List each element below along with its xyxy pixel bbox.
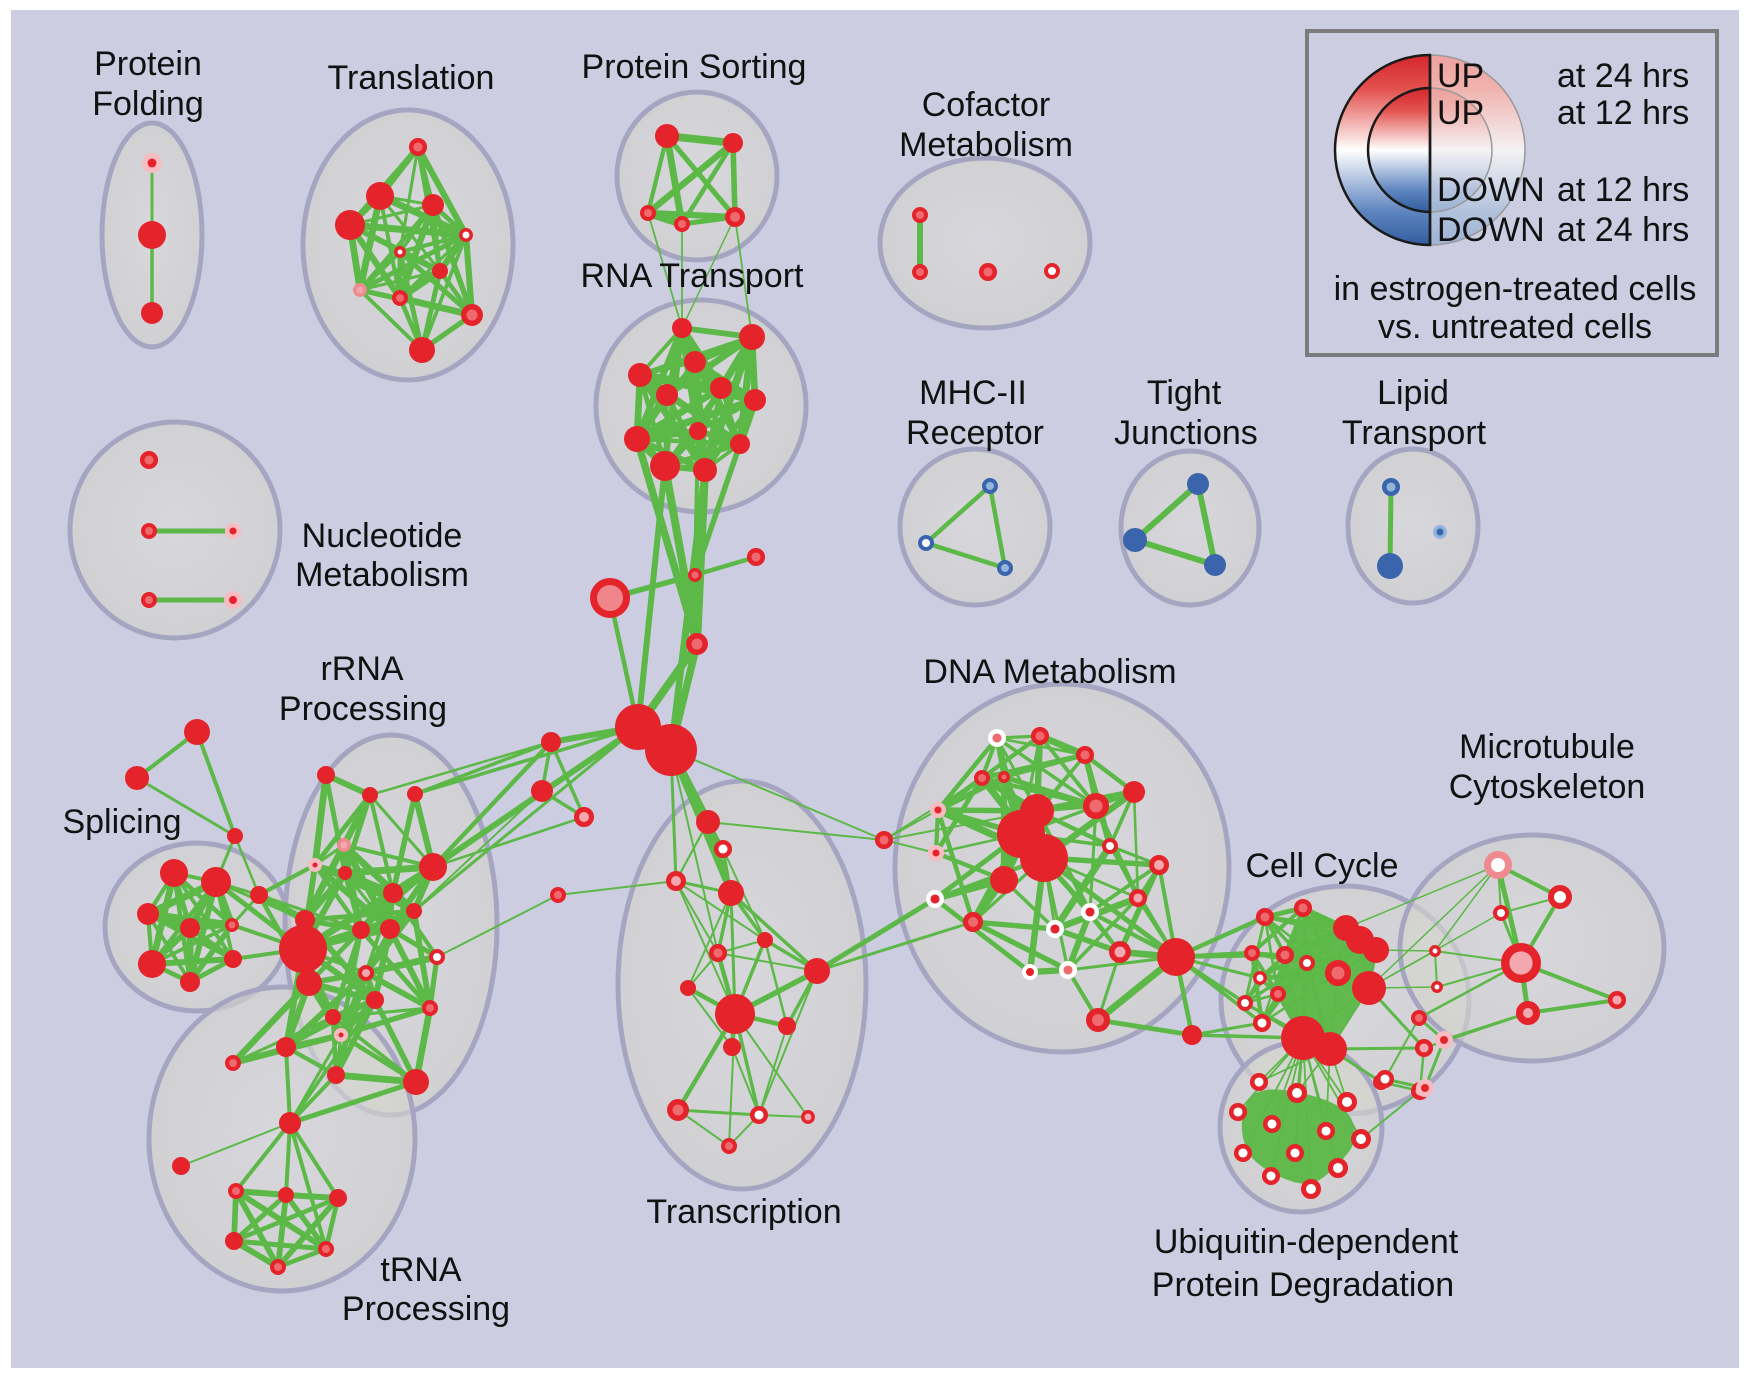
svg-text:Microtubule: Microtubule bbox=[1459, 728, 1635, 766]
svg-text:UP: UP bbox=[1437, 94, 1484, 132]
svg-text:Protein: Protein bbox=[94, 45, 202, 83]
svg-text:Transcription: Transcription bbox=[646, 1193, 841, 1231]
svg-text:DNA Metabolism: DNA Metabolism bbox=[923, 653, 1176, 691]
svg-text:Lipid: Lipid bbox=[1377, 374, 1449, 412]
svg-text:Metabolism: Metabolism bbox=[295, 556, 469, 594]
svg-text:at 24 hrs: at 24 hrs bbox=[1557, 57, 1689, 95]
svg-text:Transport: Transport bbox=[1342, 414, 1487, 452]
svg-text:Processing: Processing bbox=[279, 690, 447, 728]
svg-text:Cofactor: Cofactor bbox=[922, 86, 1051, 124]
svg-text:at 12 hrs: at 12 hrs bbox=[1557, 171, 1689, 209]
svg-text:Metabolism: Metabolism bbox=[899, 126, 1073, 164]
svg-text:Cell Cycle: Cell Cycle bbox=[1245, 847, 1398, 885]
svg-text:Junctions: Junctions bbox=[1114, 414, 1258, 452]
svg-text:tRNA: tRNA bbox=[380, 1251, 462, 1289]
svg-text:Splicing: Splicing bbox=[62, 803, 181, 841]
svg-text:Receptor: Receptor bbox=[906, 414, 1044, 452]
svg-text:Tight: Tight bbox=[1147, 374, 1222, 412]
svg-text:DOWN: DOWN bbox=[1437, 171, 1545, 209]
svg-text:MHC-II: MHC-II bbox=[919, 374, 1027, 412]
svg-text:rRNA: rRNA bbox=[320, 650, 403, 688]
svg-text:vs. untreated cells: vs. untreated cells bbox=[1378, 308, 1652, 346]
svg-text:at 12 hrs: at 12 hrs bbox=[1557, 94, 1689, 132]
svg-text:RNA Transport: RNA Transport bbox=[581, 257, 805, 295]
svg-text:Protein Sorting: Protein Sorting bbox=[582, 48, 807, 86]
svg-text:DOWN: DOWN bbox=[1437, 211, 1545, 249]
svg-text:Ubiquitin-dependent: Ubiquitin-dependent bbox=[1154, 1223, 1459, 1261]
svg-text:Cytoskeleton: Cytoskeleton bbox=[1449, 768, 1646, 806]
svg-text:Translation: Translation bbox=[328, 59, 495, 97]
svg-text:at 24 hrs: at 24 hrs bbox=[1557, 211, 1689, 249]
svg-text:Processing: Processing bbox=[342, 1290, 510, 1328]
svg-text:Folding: Folding bbox=[92, 85, 204, 123]
svg-text:in estrogen-treated cells: in estrogen-treated cells bbox=[1334, 270, 1697, 308]
svg-text:Nucleotide: Nucleotide bbox=[302, 517, 463, 555]
svg-text:UP: UP bbox=[1437, 57, 1484, 95]
svg-text:Protein Degradation: Protein Degradation bbox=[1152, 1266, 1454, 1304]
